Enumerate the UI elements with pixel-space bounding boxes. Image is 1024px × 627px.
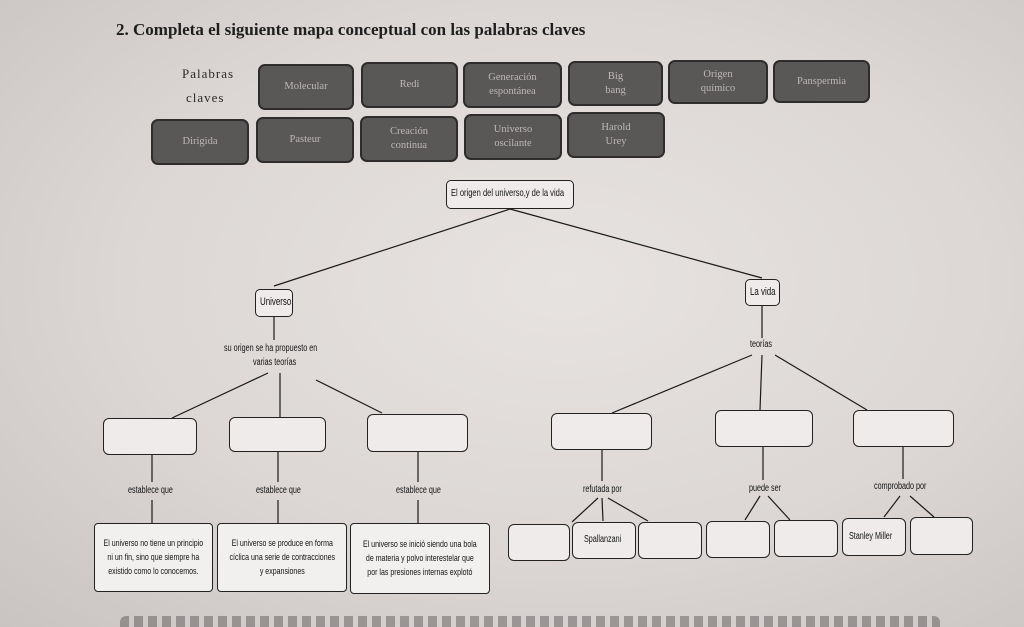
answer-stanley-miller: Stanley Miller xyxy=(849,531,893,542)
answer-box-refutada-2 xyxy=(572,522,636,559)
answer-box-refutada-3[interactable] xyxy=(638,522,702,559)
keyword-chip[interactable]: Dirigida xyxy=(151,119,249,165)
link-label-life-1: refutada por xyxy=(583,484,622,495)
keywords-label-line2: claves xyxy=(186,90,225,105)
answer-box-comprobado-2[interactable] xyxy=(910,517,973,555)
root-node-box xyxy=(446,180,574,209)
link-label-universe-2: establece que xyxy=(256,485,301,496)
answer-box-puede-ser-2[interactable] xyxy=(774,520,838,557)
universo-link-line2: varias teorías xyxy=(253,357,297,368)
universo-node-box xyxy=(255,289,293,317)
keyword-chip[interactable]: Molecular xyxy=(258,64,354,110)
keywords-label-line1: Palabras xyxy=(182,66,235,81)
root-node-label: El origen del universo,y de la vida xyxy=(451,187,565,199)
answer-box-refutada-1[interactable] xyxy=(508,524,570,561)
keyword-chip[interactable]: Panspermia xyxy=(773,60,870,103)
answer-box-life-theory-3[interactable] xyxy=(853,410,954,447)
definition-box-universe-3: El universo se inició siendo una bola de… xyxy=(350,523,490,594)
link-label-universe-3: establece que xyxy=(396,485,441,496)
cut-off-next-line xyxy=(120,616,940,627)
universo-node-label: Universo xyxy=(260,296,292,308)
vida-link-label: teorías xyxy=(750,339,773,350)
answer-box-life-theory-1[interactable] xyxy=(551,413,652,450)
exercise-title: 2. Completa el siguiente mapa conceptual… xyxy=(116,20,586,39)
answer-box-universe-theory-1[interactable] xyxy=(103,418,197,455)
universo-link-line1: su origen se ha propuesto en xyxy=(224,343,318,354)
answer-box-life-theory-2[interactable] xyxy=(715,410,813,447)
definition-box-universe-2: El universo se produce en forma cíclica … xyxy=(217,523,347,592)
keyword-chip[interactable]: Redi xyxy=(361,62,458,108)
answer-box-universe-theory-2[interactable] xyxy=(229,417,326,452)
answer-spallanzani: Spallanzani xyxy=(584,534,622,545)
keyword-chip[interactable]: Pasteur xyxy=(256,117,354,163)
link-label-life-3: comprobado por xyxy=(874,481,927,492)
definition-box-universe-1: El universo no tiene un principio ni un … xyxy=(94,523,213,592)
answer-box-universe-theory-3[interactable] xyxy=(367,414,468,452)
vida-node-box xyxy=(745,279,780,306)
link-label-life-2: puede ser xyxy=(749,483,782,494)
answer-box-comprobado-1 xyxy=(842,518,906,556)
answer-box-puede-ser-1[interactable] xyxy=(706,521,770,558)
vida-node-label: La vida xyxy=(750,286,776,298)
link-label-universe-1: establece que xyxy=(128,485,173,496)
